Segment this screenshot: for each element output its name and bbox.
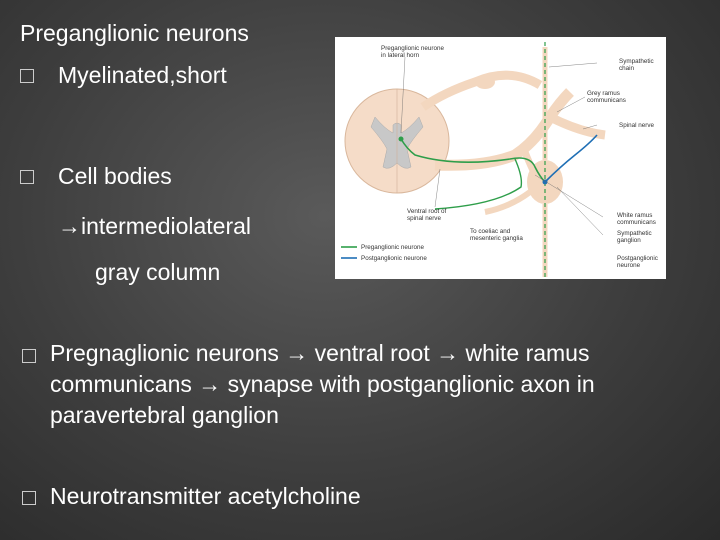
label-grey-ramus-communicans: communicans [587, 97, 626, 104]
pathway-line-3: paravertebral ganglion [50, 402, 279, 428]
preganglionic-cell-body [398, 136, 404, 142]
bullet-icon [20, 170, 34, 184]
label-chain: chain [619, 65, 635, 72]
pathway-line-2: communicans → synapse with postganglioni… [50, 371, 595, 397]
label-white-ramus: White ramus [617, 212, 652, 219]
legend-postganglionic: Postganglionic neurone [361, 255, 427, 262]
label-ventral-root: Ventral root of [407, 208, 446, 215]
pathway-line-1: Pregnaglionic neurons → ventral root → w… [50, 340, 590, 366]
arrow-icon: → [58, 213, 81, 239]
location-text: intermediolateral [81, 213, 252, 239]
label-grey-ramus: Grey ramus [587, 90, 620, 97]
label-spinal-nerve: Spinal nerve [619, 122, 655, 129]
label-white-ramus-communicans: communicans [617, 219, 656, 226]
bullet-myelinated: Myelinated,short [58, 62, 227, 88]
label-postganglionic: Postganglionic [617, 255, 658, 262]
cell-bodies-location: →intermediolateral [58, 213, 251, 240]
label-postganglionic-neurone: neurone [617, 262, 641, 269]
label-lateral-horn: in lateral horn [381, 52, 420, 59]
dorsal-root-ganglion [475, 75, 495, 89]
preganglionic-fibre [400, 138, 546, 183]
bullet-cell-bodies: Cell bodies [58, 163, 172, 189]
bullet-icon [20, 69, 34, 83]
slide-title: Preganglionic neurons [20, 20, 249, 46]
label-preganglionic-neurone: Preganglionic neurone [381, 45, 445, 52]
spinal-nerve-branch [547, 112, 606, 140]
legend-preganglionic: Preganglionic neurone [361, 244, 425, 251]
label-sympathetic-ganglion: Sympathetic [617, 230, 652, 237]
bullet-icon [22, 491, 36, 505]
postganglionic-fibre [544, 134, 598, 183]
pathway-paragraph: Pregnaglionic neurons → ventral root → w… [50, 338, 595, 431]
spinal-nerve-trunk [434, 88, 574, 171]
label-sympathetic-chain: Sympathetic [619, 58, 654, 65]
postganglionic-cell-body [542, 179, 548, 185]
label-ganglion: ganglion [617, 237, 641, 244]
label-ventral-root-nerve: spinal nerve [407, 215, 441, 222]
neurotransmitter-text: Neurotransmitter acetylcholine [50, 483, 361, 509]
preganglionic-branch [434, 158, 523, 210]
sympathetic-pathway-diagram: Preganglionic neurone in lateral horn Sy… [335, 37, 666, 279]
splanchnic-nerve [484, 189, 532, 215]
bullet-icon [22, 349, 36, 363]
label-coeliac: To coeliac and [470, 228, 511, 235]
diagram-svg: Preganglionic neurone in lateral horn Sy… [341, 42, 658, 277]
label-mesenteric-ganglia: mesenteric ganglia [470, 235, 523, 242]
location-continuation: gray column [95, 259, 221, 285]
